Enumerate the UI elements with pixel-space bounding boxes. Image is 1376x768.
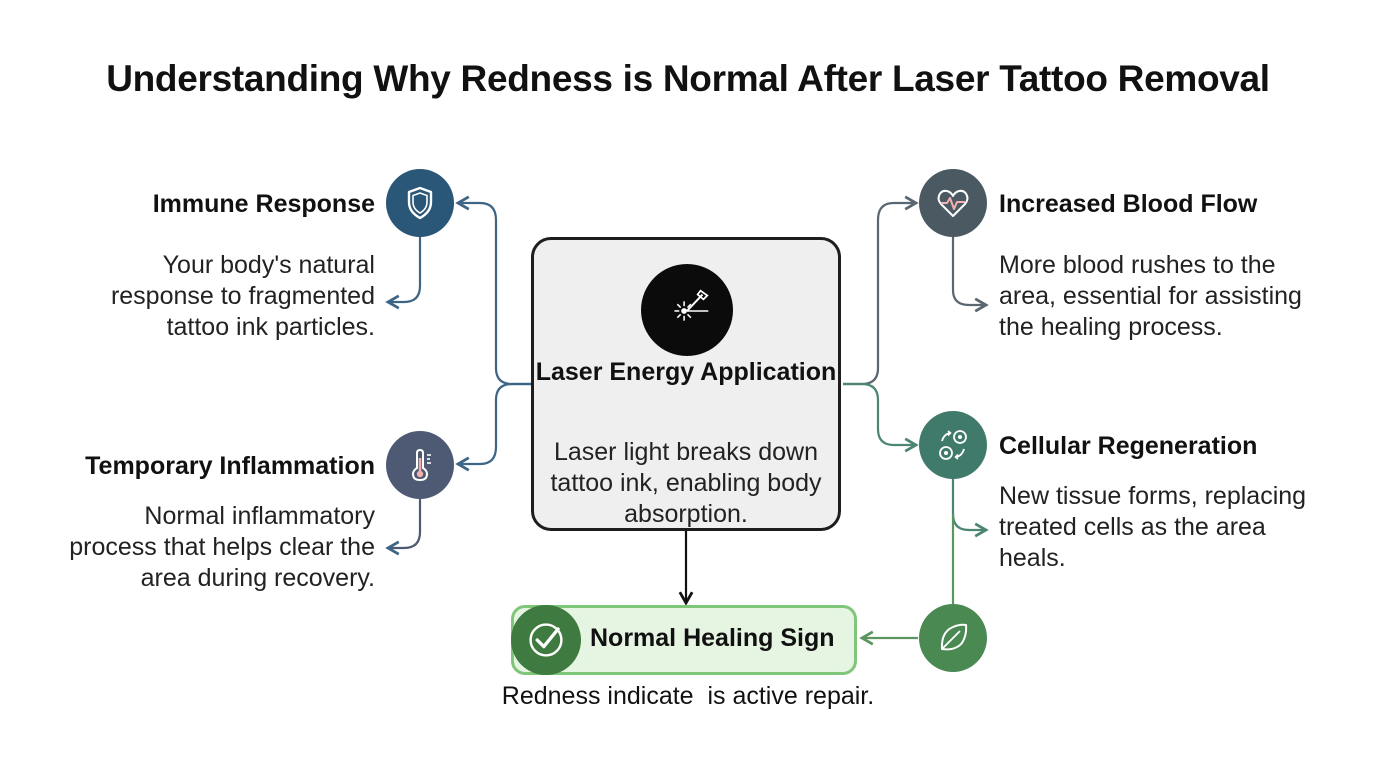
heart-pulse-icon — [919, 169, 987, 237]
checkmark-icon — [511, 605, 581, 675]
healing-sign-label: Normal Healing Sign — [590, 624, 835, 652]
connector-regeneration-desc — [951, 479, 989, 538]
shield-icon — [386, 169, 454, 237]
connector-inflammation-desc — [385, 498, 422, 556]
cells-icon — [919, 411, 987, 479]
increased-blood-flow-description: More blood rushes to the area, essential… — [999, 251, 1302, 341]
center-description: Laser light breaks down tattoo ink, enab… — [550, 438, 822, 528]
laser-icon — [641, 264, 733, 356]
immune-response-description: Your body's natural response to fragment… — [110, 251, 375, 341]
leaf-icon — [919, 604, 987, 672]
temporary-inflammation-title: Temporary Inflammation — [85, 452, 375, 480]
center-title: Laser Energy Application — [535, 358, 837, 386]
connector-to-inflammation — [455, 382, 531, 472]
diagram-title: Understanding Why Redness is Normal Afte… — [106, 58, 1270, 99]
healing-sign-description: Redness indicate is active repair. — [501, 682, 875, 710]
connector-to-immune — [455, 195, 531, 386]
connector-to-regeneration — [843, 382, 919, 453]
cellular-regeneration-title: Cellular Regeneration — [999, 432, 1258, 460]
increased-blood-flow-title: Increased Blood Flow — [999, 190, 1258, 218]
thermometer-icon — [386, 431, 454, 499]
connector-immune-desc — [385, 237, 422, 310]
temporary-inflammation-description: Normal inflammatory process that helps c… — [69, 502, 375, 592]
cellular-regeneration-description: New tissue forms, replacing treated cell… — [999, 482, 1307, 572]
connector-blood-flow-desc — [951, 237, 989, 313]
connector-to-blood-flow — [843, 195, 919, 386]
immune-response-title: Immune Response — [152, 190, 375, 218]
